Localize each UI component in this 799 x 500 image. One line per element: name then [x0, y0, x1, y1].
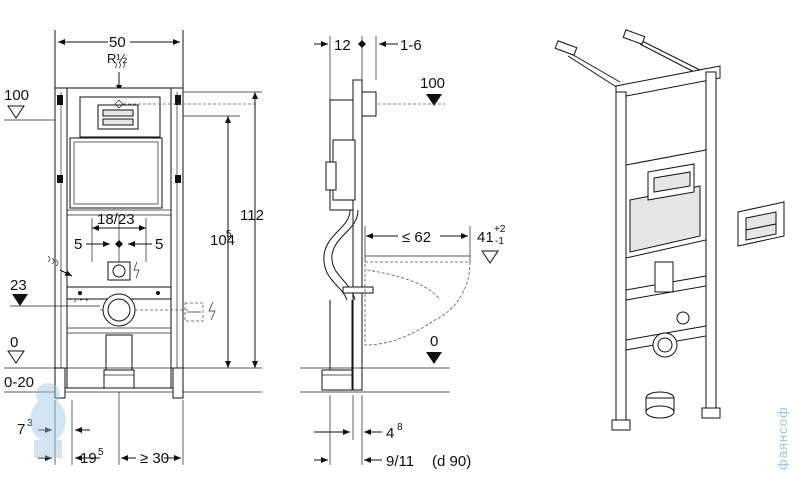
level-marker-0-side — [426, 352, 442, 364]
dim-104: 104 — [210, 232, 235, 249]
mascot-logo — [30, 383, 66, 458]
side-frame — [352, 79, 363, 391]
water-supply-icon — [114, 61, 125, 69]
level-23: 23 — [10, 277, 27, 294]
level-marker-0-front — [7, 350, 25, 364]
isometric-view — [554, 29, 785, 431]
level-100-front: 100 — [4, 87, 29, 104]
cistern — [69, 137, 163, 209]
electric-icon — [133, 261, 140, 279]
level-marker-41 — [481, 250, 499, 264]
level-marker-100 — [7, 105, 25, 119]
toilet-bowl-outline — [364, 261, 471, 346]
watermark: фаянсоф — [775, 406, 790, 470]
dim-12: 12 — [334, 37, 351, 54]
dim-9-11: 9/11 — [386, 453, 414, 470]
front-view: 50 R½ 100 — [4, 30, 264, 467]
water-icon-left — [47, 255, 59, 267]
dim-d90: (d 90) — [432, 453, 471, 470]
frame-left-post — [615, 91, 627, 423]
level-marker-23 — [12, 294, 28, 306]
level-marker-100-side — [426, 94, 442, 106]
dim-width-50: 50 — [109, 34, 126, 51]
dim-pipe-r-half: R½ — [107, 51, 127, 66]
level-100-side: 100 — [420, 75, 445, 92]
level-0-front: 0 — [10, 334, 18, 351]
dim-5-left: 5 — [74, 236, 82, 253]
dim-4-sup: 8 — [397, 422, 403, 433]
dim-41-tol-minus: -1 — [495, 236, 504, 247]
dim-0-20: 0-20 — [4, 374, 34, 391]
dim-18-23: 18/23 — [97, 211, 135, 228]
dim-min-30: ≥ 30 — [140, 450, 169, 467]
dim-19: 19 — [80, 450, 97, 467]
dim-7: 7 — [17, 421, 25, 438]
dim-104-sup: 5 — [226, 229, 232, 240]
frame-right-post — [705, 71, 717, 413]
dim-5-right: 5 — [155, 236, 163, 253]
dim-19-sup: 5 — [98, 447, 104, 458]
dim-41-tol-plus: +2 — [494, 224, 506, 235]
dim-112: 112 — [240, 207, 264, 224]
electric-icon-right — [208, 301, 216, 321]
dim-1-6: 1-6 — [400, 37, 422, 54]
dim-41: 41 — [477, 229, 494, 246]
dim-4: 4 — [386, 425, 394, 442]
dim-max-62: ≤ 62 — [402, 229, 431, 246]
level-0-side: 0 — [430, 333, 438, 350]
dim-7-sup: 3 — [27, 418, 33, 429]
side-view: 12 1-6 100 ≤ 62 41 +2 — [300, 36, 506, 470]
